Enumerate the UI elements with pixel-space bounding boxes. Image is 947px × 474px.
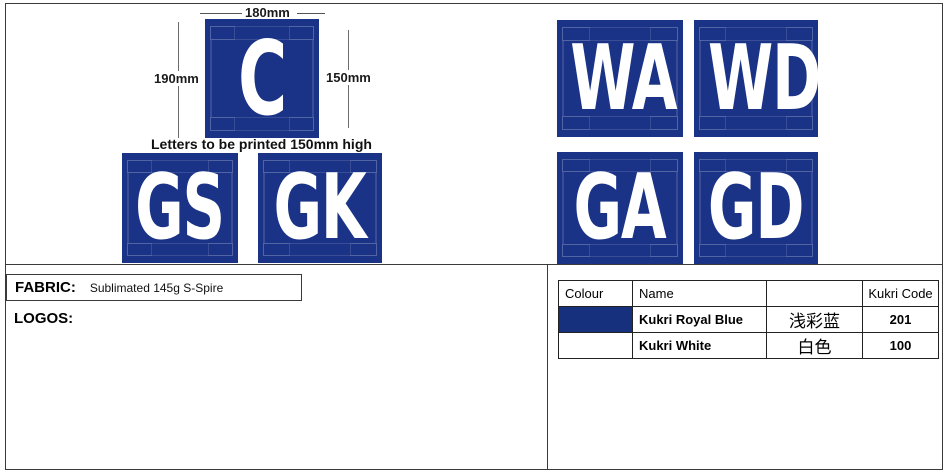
width-dimension-line-left (200, 13, 242, 14)
width-dimension-line-right (297, 13, 325, 14)
colour-code: 100 (862, 332, 939, 359)
colour-name-chinese: 白色 (766, 332, 863, 359)
letter-tile-gd[interactable]: GD (694, 152, 818, 264)
fabric-label: FABRIC: (15, 279, 76, 296)
table-row: Kukri White 白色 100 (558, 332, 939, 359)
colour-name-chinese: 浅彩蓝 (766, 306, 863, 333)
letter-tile-gs[interactable]: GS (122, 153, 238, 263)
swatch-fill (559, 333, 632, 358)
header-name: Name (632, 280, 767, 307)
colour-code: 201 (862, 306, 939, 333)
tile-letters-wd: WD (708, 25, 818, 131)
tile-letters-ga: GA (573, 155, 667, 261)
letter-tile-wd[interactable]: WD (694, 20, 818, 137)
fabric-row: FABRIC: Sublimated 145g S-Spire (6, 274, 302, 301)
table-row: Kukri Royal Blue 浅彩蓝 201 (558, 306, 939, 333)
colour-swatch-white (558, 332, 633, 359)
header-chinese (766, 280, 863, 307)
fabric-value: Sublimated 145g S-Spire (89, 280, 224, 295)
letter-tile-ga[interactable]: GA (557, 152, 683, 264)
header-kukri-code: Kukri Code (862, 280, 939, 307)
table-header-row: Colour Name Kukri Code (558, 280, 939, 307)
tile-letters-gk: GK (273, 155, 367, 261)
colour-swatch-royal-blue (558, 306, 633, 333)
letter-tile-wa[interactable]: WA (557, 20, 683, 137)
height-dimension-label-left: 190mm (152, 71, 201, 86)
print-height-note: Letters to be printed 150mm high (151, 136, 372, 152)
vertical-divider (547, 265, 548, 470)
width-dimension-label: 180mm (243, 5, 292, 20)
tile-letters-wa: WA (570, 25, 677, 131)
colour-table: Colour Name Kukri Code Kukri Royal Blue … (558, 280, 939, 359)
logos-label: LOGOS: (14, 310, 74, 327)
colour-name: Kukri Royal Blue (632, 306, 767, 333)
header-colour: Colour (558, 280, 633, 307)
swatch-fill (559, 307, 632, 332)
tile-letters-gs: GS (135, 155, 226, 261)
letter-tile-c[interactable]: C (205, 19, 319, 138)
tile-letters-gd: GD (708, 155, 805, 261)
colour-name: Kukri White (632, 332, 767, 359)
tile-letters-c: C (238, 19, 287, 138)
letter-tile-gk[interactable]: GK (258, 153, 382, 263)
horizontal-divider (5, 264, 943, 265)
height-dimension-label-right: 150mm (324, 70, 373, 85)
